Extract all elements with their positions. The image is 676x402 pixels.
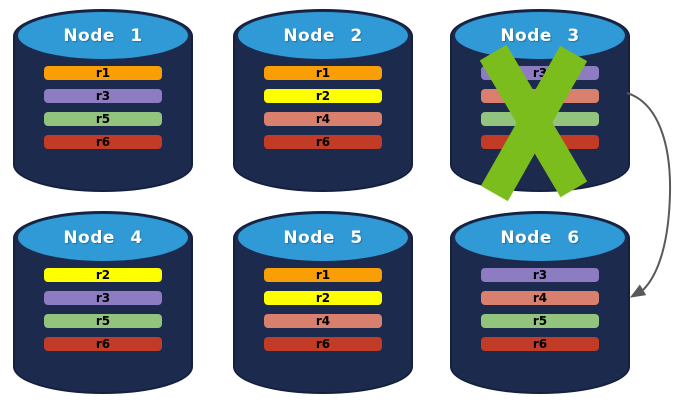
cylinder-top: Node 2	[238, 12, 408, 59]
replica-chip: r4	[481, 89, 599, 103]
replica-label: r5	[95, 112, 111, 126]
cylinder-top: Node 3	[455, 12, 625, 59]
replica-chip: r5	[44, 112, 162, 126]
cylinder-top: Node 4	[18, 214, 188, 261]
replica-label: r2	[315, 291, 331, 305]
node-title: Node 6	[500, 227, 580, 248]
replica-chip: r4	[481, 291, 599, 305]
replica-label: r6	[95, 337, 111, 351]
cylinder-top: Node 5	[238, 214, 408, 261]
replica-label: r5	[95, 314, 111, 328]
replica-chip: r4	[264, 112, 382, 126]
replica-chip: r5	[481, 112, 599, 126]
node-cylinder-2: Node 2 r1 r2 r4 r6	[233, 9, 413, 192]
replica-chip: r1	[264, 66, 382, 80]
replica-list: r3 r4 r5 r6	[481, 66, 599, 149]
node-cylinder-4: Node 4 r2 r3 r5 r6	[13, 211, 193, 394]
replica-label: r5	[532, 112, 548, 126]
replica-label: r6	[315, 337, 331, 351]
replica-chip: r2	[44, 268, 162, 282]
replica-chip: r3	[481, 66, 599, 80]
node-cylinder-1: Node 1 r1 r3 r5 r6	[13, 9, 193, 192]
replica-label: r3	[95, 89, 111, 103]
replica-list: r1 r2 r4 r6	[264, 66, 382, 149]
replica-chip: r6	[44, 337, 162, 351]
replica-list: r2 r3 r5 r6	[44, 268, 162, 351]
replica-list: r3 r4 r5 r6	[481, 268, 599, 351]
replica-chip: r6	[481, 135, 599, 149]
replica-label: r3	[532, 268, 548, 282]
replica-chip: r3	[44, 291, 162, 305]
node-title: Node 4	[63, 227, 143, 248]
replica-chip: r4	[264, 314, 382, 328]
replica-chip: r6	[481, 337, 599, 351]
replication-arrow-icon	[626, 92, 672, 291]
replica-label: r4	[315, 314, 331, 328]
replica-label: r5	[532, 314, 548, 328]
replica-label: r6	[532, 337, 548, 351]
node-title: Node 1	[63, 25, 143, 46]
replica-label: r2	[95, 268, 111, 282]
replica-chip: r5	[44, 314, 162, 328]
node-cylinder-3: Node 3 r3 r4 r5 r6	[450, 9, 630, 192]
replica-chip: r3	[481, 268, 599, 282]
replica-list: r1 r2 r4 r6	[264, 268, 382, 351]
replica-label: r6	[315, 135, 331, 149]
node-title: Node 2	[283, 25, 363, 46]
replica-chip: r6	[264, 135, 382, 149]
arrowhead-icon	[629, 284, 647, 298]
replica-label: r3	[95, 291, 111, 305]
replica-chip: r2	[264, 291, 382, 305]
replica-label: r3	[532, 66, 548, 80]
replica-label: r4	[532, 89, 548, 103]
replica-label: r6	[95, 135, 111, 149]
replica-label: r2	[315, 89, 331, 103]
replica-label: r1	[315, 268, 331, 282]
replica-chip: r2	[264, 89, 382, 103]
replica-label: r1	[315, 66, 331, 80]
replica-label: r6	[532, 135, 548, 149]
replica-chip: r1	[44, 66, 162, 80]
replica-chip: r5	[481, 314, 599, 328]
node-cylinder-6: Node 6 r3 r4 r5 r6	[450, 211, 630, 394]
node-title: Node 3	[500, 25, 580, 46]
replica-chip: r1	[264, 268, 382, 282]
replica-label: r1	[95, 66, 111, 80]
replica-list: r1 r3 r5 r6	[44, 66, 162, 149]
replica-chip: r3	[44, 89, 162, 103]
replica-chip: r6	[264, 337, 382, 351]
cylinder-top: Node 1	[18, 12, 188, 59]
replica-chip: r6	[44, 135, 162, 149]
replica-label: r4	[532, 291, 548, 305]
node-cylinder-5: Node 5 r1 r2 r4 r6	[233, 211, 413, 394]
node-title: Node 5	[283, 227, 363, 248]
cylinder-top: Node 6	[455, 214, 625, 261]
replica-label: r4	[315, 112, 331, 126]
